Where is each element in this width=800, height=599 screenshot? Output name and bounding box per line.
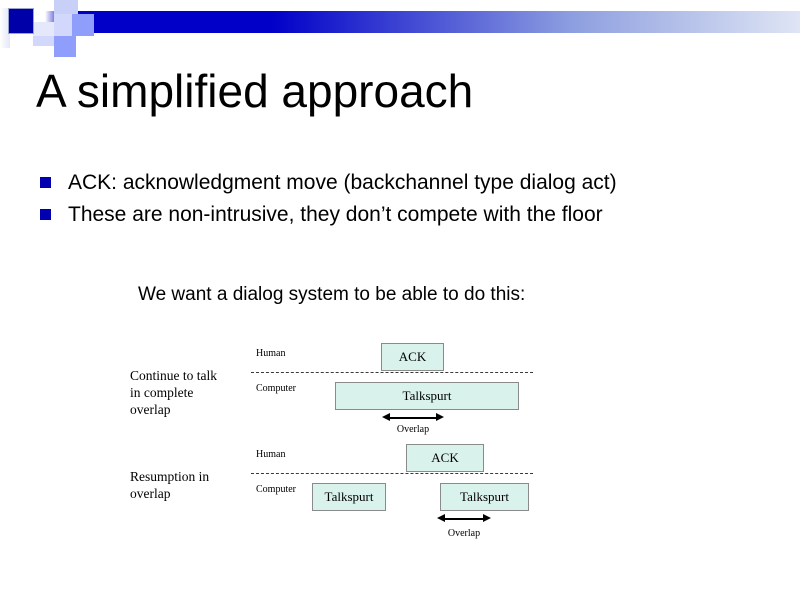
bullet-text: These are non-intrusive, they don’t comp… — [68, 203, 603, 226]
bullet-text: ACK: acknowledgment move (backchannel ty… — [68, 171, 617, 194]
banner-square-top — [54, 0, 78, 14]
arrow-shaft — [386, 417, 440, 419]
scenario-1-caption: Continue to talk in complete overlap — [130, 368, 217, 417]
banner-square-dark — [8, 8, 34, 34]
scenario-2-box-ack: ACK — [406, 444, 484, 472]
banner-square-pale-lower — [33, 36, 54, 46]
scenario-2-caption: Resumption in overlap — [130, 469, 210, 501]
diagram-intro-text: We want a dialog system to be able to do… — [138, 284, 526, 305]
scenario-1-floor-divider — [251, 372, 533, 373]
scenario-2-overlap-label: Overlap — [447, 528, 481, 539]
bullet-square-icon — [40, 177, 51, 188]
banner-square-midblue — [72, 14, 94, 36]
scenario-1-box-talkspurt: Talkspurt — [335, 382, 519, 410]
scenario-2-overlap-arrow — [437, 514, 491, 523]
arrow-head-right-icon — [436, 413, 444, 421]
scenario-1-overlap-arrow — [382, 413, 444, 422]
scenario-2-box-talkspurt-second: Talkspurt — [440, 483, 529, 511]
arrow-head-right-icon — [483, 514, 491, 522]
scenario-1-human-label: Human — [256, 348, 286, 359]
bullet-list: ACK: acknowledgment move (backchannel ty… — [40, 168, 740, 232]
slide-banner-decoration — [0, 0, 800, 57]
scenario-1-box-ack: ACK — [381, 343, 444, 371]
banner-fade-left — [0, 8, 10, 48]
list-item: These are non-intrusive, they don’t comp… — [40, 200, 740, 230]
bullet-square-icon — [40, 209, 51, 220]
scenario-2-computer-label: Computer — [256, 484, 296, 495]
arrow-shaft — [441, 518, 487, 520]
scenario-2-floor-divider — [251, 473, 533, 474]
list-item: ACK: acknowledgment move (backchannel ty… — [40, 168, 740, 198]
scenario-2-human-label: Human — [256, 449, 286, 460]
page-title: A simplified approach — [36, 65, 474, 117]
scenario-1-overlap-label: Overlap — [396, 424, 430, 435]
banner-gradient-bar — [45, 11, 800, 33]
scenario-1-computer-label: Computer — [256, 383, 296, 394]
banner-square-blue-lower — [54, 36, 76, 57]
scenario-2-box-talkspurt-first: Talkspurt — [312, 483, 386, 511]
